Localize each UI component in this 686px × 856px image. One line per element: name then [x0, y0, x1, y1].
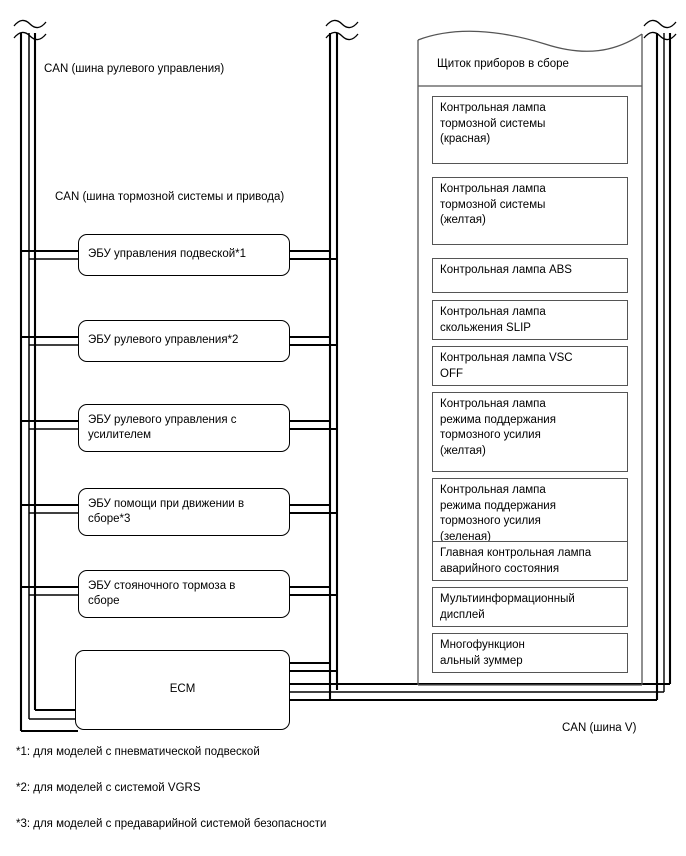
left-branch-lines	[21, 249, 80, 733]
cluster-item-label: Контрольная лампа VSC OFF	[440, 352, 573, 380]
cluster-item-multi-function-buzzer[interactable]: Многофункцион альный зуммер	[432, 633, 628, 673]
footnote-1: *1: для моделей с пневматической подвеск…	[16, 746, 260, 758]
cluster-item-master-warning-light[interactable]: Главная контрольная лампа аварийного сос…	[432, 541, 628, 581]
cluster-item-abs-warning-light[interactable]: Контрольная лампа ABS	[432, 258, 628, 293]
bus-label-can-v: CAN (шина V)	[562, 722, 637, 734]
ecu-label-parking-brake: ЭБУ стояночного тормоза в сборе	[88, 579, 236, 608]
squiggle-break-left	[13, 19, 47, 41]
squiggle-break-right	[643, 19, 677, 41]
cluster-panel-outline	[417, 30, 643, 686]
cluster-item-label: Контрольная лампа скольжения SLIP	[440, 306, 546, 334]
cluster-item-slip-indicator-light[interactable]: Контрольная лампа скольжения SLIP	[432, 300, 628, 340]
ecu-label-steering-control: ЭБУ рулевого управления*2	[88, 334, 239, 347]
right-branch-lines	[288, 249, 337, 673]
cluster-item-brake-warning-light-red[interactable]: Контрольная лампа тормозной системы (кра…	[432, 96, 628, 164]
bus-label-can-brake-drive: CAN (шина тормозной системы и привода)	[55, 191, 285, 203]
cluster-item-brake-assist-light-yellow[interactable]: Контрольная лампа режима поддержания тор…	[432, 392, 628, 472]
ecm-to-can-v-lines	[288, 682, 670, 702]
cluster-item-vsc-off-light[interactable]: Контрольная лампа VSC OFF	[432, 346, 628, 386]
cluster-item-brake-warning-light-yellow[interactable]: Контрольная лампа тормозной системы (жел…	[432, 177, 628, 245]
ecu-label-ecm: ECM	[169, 683, 196, 696]
footnote-3: *3: для моделей с предаварийной системой…	[16, 818, 327, 830]
ecu-label-suspension-control: ЭБУ управления подвеской*1	[88, 248, 247, 261]
cluster-item-label: Контрольная лампа тормозной системы (кра…	[440, 102, 546, 145]
cluster-item-label: Мультиинформационный дисплей	[440, 593, 575, 621]
right-bus-trunk	[655, 33, 672, 700]
cluster-item-label: Контрольная лампа режима поддержания тор…	[440, 398, 556, 457]
bus-label-can-steering: CAN (шина рулевого управления)	[44, 63, 225, 75]
cluster-item-label: Контрольная лампа тормозной системы (жел…	[440, 183, 546, 226]
ecu-box-parking-brake[interactable]: ЭБУ стояночного тормоза в сборе	[78, 570, 290, 618]
cluster-item-label: Контрольная лампа ABS	[440, 264, 572, 276]
ecu-label-power-steering: ЭБУ рулевого управления с усилителем	[88, 413, 237, 442]
ecu-box-steering-control[interactable]: ЭБУ рулевого управления*2	[78, 320, 290, 362]
cluster-item-label: Многофункцион альный зуммер	[440, 639, 525, 667]
left-bus-trunk	[19, 33, 37, 731]
ecu-box-power-steering[interactable]: ЭБУ рулевого управления с усилителем	[78, 404, 290, 452]
ecu-box-driving-assist[interactable]: ЭБУ помощи при движении в сборе*3	[78, 488, 290, 536]
cluster-item-label: Контрольная лампа режима поддержания тор…	[440, 484, 556, 543]
cluster-item-multi-information-display[interactable]: Мультиинформационный дисплей	[432, 587, 628, 627]
ecu-box-ecm[interactable]: ECM	[75, 650, 290, 730]
ecu-box-suspension-control[interactable]: ЭБУ управления подвеской*1	[78, 234, 290, 276]
ecu-label-driving-assist: ЭБУ помощи при движении в сборе*3	[88, 497, 245, 526]
mid-bus-trunk	[328, 33, 339, 700]
cluster-item-label: Главная контрольная лампа аварийного сос…	[440, 547, 592, 575]
footnote-2: *2: для моделей с системой VGRS	[16, 782, 201, 794]
cluster-panel-title: Щиток приборов в сборе	[437, 58, 569, 70]
